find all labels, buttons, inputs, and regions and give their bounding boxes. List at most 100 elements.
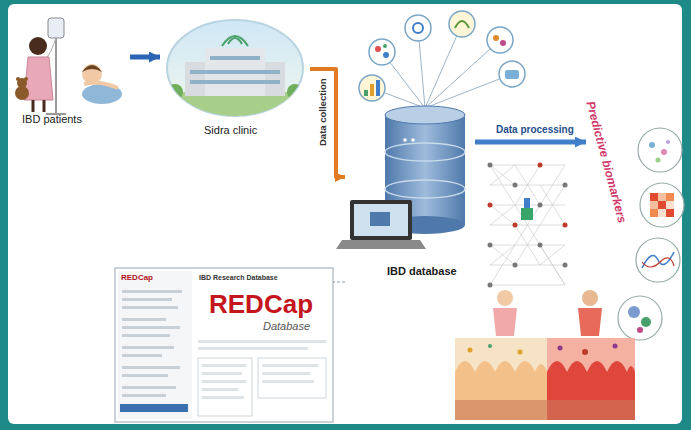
dot-shape <box>628 306 640 318</box>
dot-shape <box>500 40 506 46</box>
biomarker-circles <box>618 128 684 340</box>
edge-label-holder: Data collection <box>318 146 386 157</box>
dot-shape <box>403 138 407 142</box>
dot-shape <box>513 263 518 268</box>
node-label: Sidra clinic <box>204 124 257 137</box>
dot-shape <box>513 183 518 188</box>
edge-label-holder: Data processing <box>496 124 574 136</box>
path-shape <box>82 65 102 72</box>
line-shape <box>425 74 512 108</box>
dot-shape <box>413 23 423 33</box>
dot-shape <box>488 163 493 168</box>
line-shape <box>43 100 46 112</box>
network-illustration <box>490 165 565 285</box>
path-shape <box>490 165 565 285</box>
rect-shape <box>370 84 374 96</box>
rect-shape <box>48 18 64 38</box>
dot-shape <box>493 35 499 41</box>
path-shape <box>455 21 469 28</box>
path-shape <box>84 83 118 88</box>
dot-shape <box>636 238 680 282</box>
ellipse-shape <box>385 143 465 161</box>
dot-shape <box>499 61 525 87</box>
page-ground <box>8 4 682 424</box>
dot-shape <box>666 140 670 144</box>
rect-shape <box>118 271 192 419</box>
dot-shape <box>582 349 588 355</box>
redcap-panel: REDCapIBD Research DatabaseREDCapDatabas… <box>115 268 333 422</box>
clinic-illustration <box>160 20 310 122</box>
rect-shape <box>122 394 166 397</box>
rect-shape <box>455 400 635 420</box>
rect-shape <box>658 193 666 201</box>
g-element <box>122 290 182 397</box>
dot-shape <box>287 84 303 100</box>
dot-shape <box>15 86 29 100</box>
network-nodes <box>488 163 568 288</box>
dot-shape <box>641 317 651 327</box>
node-label: Predictive biomarkers <box>583 100 629 225</box>
patient-group: IBD patients <box>12 12 130 130</box>
dot-shape <box>383 44 387 48</box>
database-illustration <box>336 106 465 249</box>
dot-shape <box>167 84 183 100</box>
path-shape <box>493 308 517 336</box>
rect-shape <box>202 380 246 383</box>
path-shape <box>490 165 565 285</box>
path-shape <box>228 38 242 44</box>
database-cylinder: IBD database <box>345 102 475 287</box>
dot-shape <box>405 15 431 41</box>
dot-shape <box>488 283 493 288</box>
rect-shape <box>198 347 308 350</box>
rect-shape <box>210 56 260 60</box>
dot-shape <box>449 11 475 37</box>
rect-shape <box>122 318 166 321</box>
dot-shape <box>618 296 662 340</box>
ellipse-shape <box>385 106 465 124</box>
dot-shape <box>16 77 20 81</box>
rect-shape <box>524 198 530 208</box>
node-label: IBD patients <box>22 113 82 126</box>
edge-label: Data collection <box>318 78 329 146</box>
rect-shape <box>202 388 238 391</box>
rect-shape <box>666 201 674 209</box>
dot-shape <box>563 183 568 188</box>
dot-shape <box>513 223 518 228</box>
rect-shape <box>120 404 188 412</box>
dot-shape <box>24 77 28 81</box>
dot-shape <box>375 46 381 52</box>
clinic-ellipse: Sidra clinic <box>160 14 310 142</box>
dot-shape <box>637 327 643 333</box>
ellipse-shape <box>385 180 465 198</box>
rect-shape <box>122 354 162 357</box>
rect-shape <box>370 212 390 226</box>
node-label: REDCap <box>121 273 153 282</box>
dot-shape <box>369 39 395 65</box>
rect-shape <box>122 386 176 389</box>
redcap-screenshot <box>115 268 333 422</box>
rect-shape <box>122 334 170 337</box>
dot-shape <box>518 350 523 355</box>
rect-shape <box>658 209 666 217</box>
dot-shape <box>359 75 385 101</box>
path-shape <box>336 240 426 249</box>
edge-label: Data processing <box>496 124 574 136</box>
dot-shape <box>661 149 667 155</box>
rect-shape <box>115 268 333 422</box>
rect-shape <box>354 204 408 236</box>
source-icons <box>359 11 525 101</box>
rect-shape <box>262 372 310 375</box>
rect-shape <box>160 92 310 122</box>
rect-shape <box>190 80 280 84</box>
dot-shape <box>488 203 493 208</box>
rect-shape <box>122 346 174 349</box>
rect-shape <box>262 380 314 383</box>
dot-shape <box>563 263 568 268</box>
rect-shape <box>505 70 519 79</box>
rect-shape <box>190 70 280 74</box>
g-element <box>160 36 310 122</box>
